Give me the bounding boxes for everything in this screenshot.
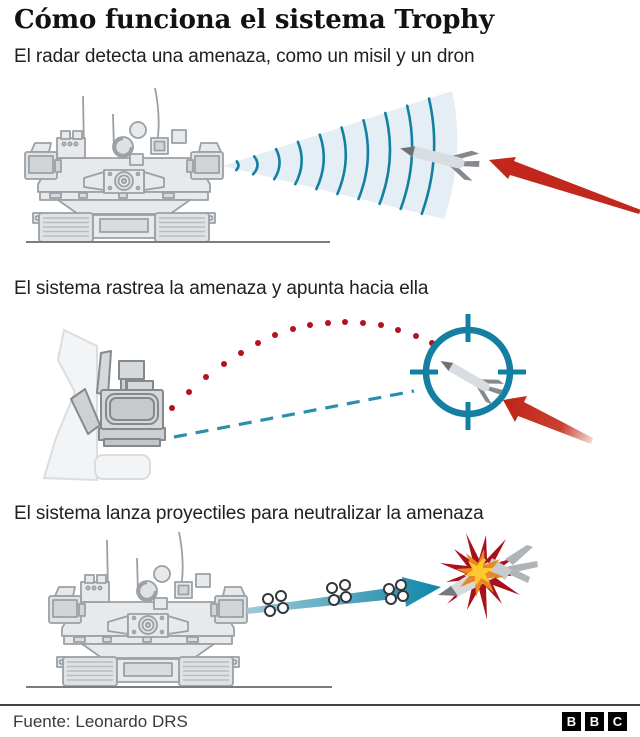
trophy-launcher-illustration <box>42 328 166 482</box>
aiming-dashed-line <box>173 389 415 439</box>
tracking-dots-arc <box>169 319 435 411</box>
incoming-arrow-step2-icon <box>503 396 593 444</box>
bbc-logo-block-3: C <box>608 712 627 731</box>
bbc-logo-block-1: B <box>562 712 581 731</box>
incoming-arrow-step1-icon <box>489 157 640 214</box>
step2-label: El sistema rastrea la amenaza y apunta h… <box>14 278 429 299</box>
step1-illustration <box>23 86 640 244</box>
tank-step1-illustration <box>23 86 225 244</box>
step3-illustration <box>26 530 538 688</box>
step1-label: El radar detecta una amenaza, como un mi… <box>14 46 475 67</box>
bbc-logo-block-2: B <box>585 712 604 731</box>
step3-label: El sistema lanza proyectiles para neutra… <box>14 503 484 524</box>
bbc-logo: B B C <box>562 712 627 731</box>
page-title: Cómo funciona el sistema Trophy <box>14 5 494 35</box>
projectile-pellets <box>262 579 409 617</box>
step2-illustration <box>42 314 593 482</box>
radar-cone <box>223 91 458 219</box>
explosion-icon <box>438 533 538 620</box>
target-reticle-icon <box>410 314 526 430</box>
footer: Fuente: Leonardo DRS B B C <box>0 704 640 737</box>
threat-missile-step2-icon <box>434 349 507 407</box>
tank-step3-illustration <box>47 530 249 688</box>
source-credit: Fuente: Leonardo DRS <box>13 711 188 731</box>
